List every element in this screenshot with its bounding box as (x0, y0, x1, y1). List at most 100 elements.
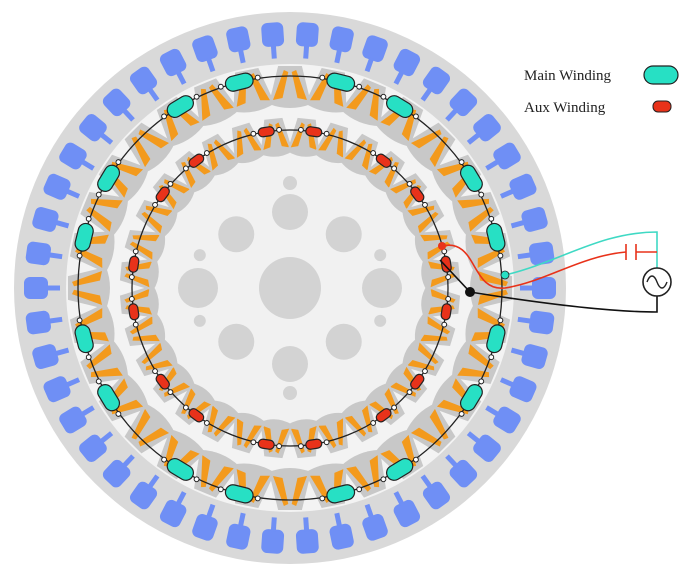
rotor-hole-small (283, 386, 297, 400)
rotor-bar (517, 310, 555, 335)
rotor-bar (102, 454, 135, 488)
rotor-bar (79, 431, 114, 462)
winding-coil (319, 484, 363, 504)
stator-slot (231, 412, 266, 454)
rotor-bar (32, 344, 70, 369)
aux-winding (128, 126, 452, 450)
winding-coil (217, 484, 261, 504)
stator-slot (135, 337, 178, 377)
winding-coil (298, 438, 330, 450)
rotor-bar (129, 474, 160, 510)
rotor-bars (24, 22, 556, 554)
winding-coil (458, 378, 485, 417)
winding-coil (95, 159, 122, 198)
stator-slot (451, 192, 500, 238)
stator-slot (194, 78, 240, 127)
rotor-bar (295, 517, 319, 554)
rotor-bar (445, 454, 478, 488)
rotor-bar (510, 344, 548, 369)
stator-slot (405, 122, 456, 173)
rotor-bar (510, 207, 548, 232)
rotor-bar (159, 48, 187, 85)
stator-slot (451, 338, 500, 384)
stator-slot (201, 133, 241, 176)
rotor-bar (445, 88, 478, 122)
legend-main-swatch (643, 65, 679, 85)
stator-slot (80, 192, 129, 238)
legend-aux-label: Aux Winding (524, 100, 606, 116)
rotor-bar (329, 512, 354, 550)
stator-slot (339, 400, 379, 443)
rotor-bar (295, 22, 319, 59)
ac-source-icon (642, 267, 672, 297)
winding-coil (95, 378, 122, 417)
winding-coil (406, 368, 428, 396)
rotor-bar (520, 277, 556, 299)
winding-coil (250, 126, 282, 138)
rotor-bar (43, 173, 81, 200)
winding-coil (182, 404, 210, 426)
stator-slot (340, 449, 386, 498)
rotor-hole (325, 216, 362, 253)
rotor-bar (261, 22, 285, 59)
rotor-hole-small (374, 314, 387, 327)
winding-coil (440, 296, 452, 328)
aux-junction (438, 242, 446, 250)
rotor-bar (466, 431, 501, 462)
stator-slot (231, 122, 266, 164)
stator-slot (314, 122, 349, 164)
stator-slot (402, 199, 445, 239)
winding-coil (380, 456, 419, 483)
common-junction (465, 287, 475, 297)
stator-slot (340, 78, 386, 127)
rotor-bar (159, 491, 187, 528)
winding-coil (74, 317, 94, 361)
stator-slot (124, 403, 175, 454)
rotor-bar (420, 66, 451, 102)
winding-coil (152, 368, 174, 396)
rotor-bar (25, 310, 63, 335)
winding-coil (250, 438, 282, 450)
winding-coil (370, 150, 398, 172)
lead-aux-wire (441, 244, 627, 289)
capacitor-icon (625, 244, 637, 260)
winding-coil (319, 72, 363, 92)
winding-coil (440, 248, 452, 280)
rotor-bar (102, 88, 135, 122)
rotor-bar (329, 26, 354, 64)
rotor-hole-small (374, 249, 387, 262)
rotor-bar (393, 48, 421, 85)
stator-slot (339, 133, 379, 176)
supply-leads (438, 231, 672, 313)
stator-slot (124, 229, 166, 264)
rotor-bar (466, 114, 501, 145)
stator-slot (124, 122, 175, 173)
shaft-holes (178, 176, 402, 400)
rotor-hole (218, 323, 255, 360)
winding-wire (131, 129, 449, 447)
legend: Main Winding Aux Winding (524, 65, 679, 116)
winding-coil (152, 180, 174, 208)
rotor-bar (499, 376, 537, 403)
winding-coil (161, 456, 200, 483)
winding-coil (486, 317, 506, 361)
winding-coil (182, 150, 210, 172)
stator-slot (194, 449, 240, 498)
winding-coil (161, 93, 200, 120)
rotor-bar (192, 503, 218, 541)
rotor-hole-small (193, 314, 206, 327)
rotor-hole (325, 323, 362, 360)
rotor-bar (32, 207, 70, 232)
rotor-bar (43, 376, 81, 403)
stator-slot (80, 338, 129, 384)
rotor-hole (178, 268, 218, 308)
rotor-hole (362, 268, 402, 308)
rotor-bar (485, 142, 521, 171)
winding-coil (128, 296, 140, 328)
rotor-bar (420, 474, 451, 510)
shaft-hole (259, 257, 321, 319)
rotor-hole (272, 194, 308, 230)
legend-main-label: Main Winding (524, 68, 612, 84)
rotor-bar (499, 173, 537, 200)
